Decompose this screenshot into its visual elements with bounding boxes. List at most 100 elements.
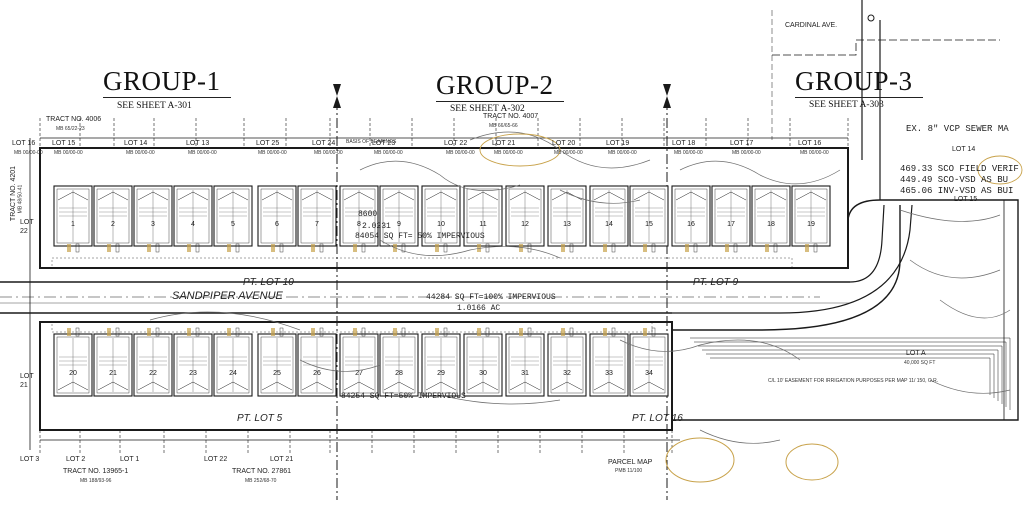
top-lot-label: LOT 18 xyxy=(672,140,696,147)
building-unit: 20 xyxy=(53,327,93,397)
easement-note: C/L 10' EASEMENT FOR IRRIGATION PURPOSES… xyxy=(768,378,939,384)
unit-inner xyxy=(592,188,626,244)
unit-inner xyxy=(216,336,250,394)
unit-entry-frame xyxy=(235,327,240,337)
contour-line xyxy=(299,359,381,372)
unit-number: 34 xyxy=(645,370,653,377)
unit-entry xyxy=(477,244,481,252)
tract-label-bottom-2: TRACT NO. 27861 xyxy=(232,468,292,475)
unit-inner xyxy=(260,336,294,394)
top-lot-ref: MB 00/00-00 xyxy=(374,150,403,156)
building-unit: 7 xyxy=(297,185,337,253)
unit-entry-frame xyxy=(235,243,240,253)
unit-inner xyxy=(96,188,130,244)
building-unit: 8 xyxy=(339,185,379,253)
lot-a-label: LOT A xyxy=(906,350,926,357)
unit-entry-frame xyxy=(361,243,366,253)
group-3-underline xyxy=(795,97,923,98)
sewer-note: EX. 8" VCP SEWER MA xyxy=(906,124,1009,134)
unit-number: 25 xyxy=(273,370,281,377)
contour-line xyxy=(939,299,1011,319)
tract-label-top-left: TRACT NO. 4006 xyxy=(46,116,102,123)
unit-inner xyxy=(754,188,788,244)
lot-a-grading-line xyxy=(694,341,1007,407)
unit-entry-frame xyxy=(319,327,324,337)
unit-inner xyxy=(632,188,666,244)
unit-number: 6 xyxy=(275,221,279,228)
unit-number: 7 xyxy=(315,221,319,228)
unit-inner xyxy=(96,336,130,394)
tract-label-side: TRACT NO. 4201 xyxy=(10,165,18,222)
group-2-underline xyxy=(436,101,564,102)
top-lot-ref: MB 00/00-00 xyxy=(608,150,637,156)
unit-entry xyxy=(685,244,689,252)
unit-inner xyxy=(466,336,500,394)
unit-inner xyxy=(300,188,334,244)
unit-entry xyxy=(765,244,769,252)
bottom-lot-3: LOT 3 xyxy=(20,456,40,463)
unit-entry xyxy=(311,244,315,252)
top-lot-ref: MB 00/00-00 xyxy=(54,150,83,156)
unit-entry-frame xyxy=(115,243,120,253)
building-unit: 11 xyxy=(463,185,503,253)
unit-entry xyxy=(187,328,191,336)
building-unit: 13 xyxy=(547,185,587,253)
unit-number: 12 xyxy=(521,221,529,228)
top-lot-label: LOT 16 xyxy=(12,140,36,147)
cut-line-1-marker xyxy=(333,84,341,108)
unit-entry xyxy=(353,328,357,336)
contour-line xyxy=(699,429,781,444)
unit-entry-frame xyxy=(443,243,448,253)
unit-inner xyxy=(508,336,542,394)
unit-entry xyxy=(519,328,523,336)
unit-number: 27 xyxy=(355,370,363,377)
building-unit: 21 xyxy=(93,327,133,397)
top-lot-label: LOT 24 xyxy=(312,140,336,147)
south-setback xyxy=(51,321,653,333)
unit-number: 17 xyxy=(727,221,735,228)
top-lot-label: LOT 19 xyxy=(606,140,630,147)
manhole xyxy=(867,14,875,22)
unit-entry-frame xyxy=(279,327,284,337)
unit-entry xyxy=(227,244,231,252)
cul-de-sac-curb-outer xyxy=(672,204,913,314)
unit-entry xyxy=(519,244,523,252)
tract-ref-top-mid: MB 66/65-66 xyxy=(489,123,518,129)
unit-number: 10 xyxy=(437,221,445,228)
pt-lot-10: PT. LOT 10 xyxy=(243,277,294,288)
sco-note-1: 469.33 SCO FIELD VERIF xyxy=(900,164,1019,174)
building-unit: 2 xyxy=(93,185,133,253)
lot-a-grading-line xyxy=(690,337,1011,410)
unit-entry xyxy=(187,244,191,252)
left-lot-21: LOT 21 xyxy=(20,373,34,389)
building-unit: 12 xyxy=(505,185,545,253)
unit-entry xyxy=(227,328,231,336)
contour-line xyxy=(379,239,561,259)
unit-inner xyxy=(136,188,170,244)
bottom-lot-21: LOT 21 xyxy=(270,456,294,463)
group-2-title: GROUP-2 xyxy=(436,70,554,100)
building-unit: 28 xyxy=(379,327,419,397)
lot-a-grading-line xyxy=(698,345,1003,404)
unit-entry-frame xyxy=(693,243,698,253)
unit-number: 13 xyxy=(563,221,571,228)
building-unit: 26 xyxy=(297,327,337,397)
unit-number: 29 xyxy=(437,370,445,377)
building-unit: 3 xyxy=(133,185,173,253)
unit-inner xyxy=(466,188,500,244)
unit-entry-frame xyxy=(569,243,574,253)
unit-number: 30 xyxy=(479,370,487,377)
building-unit: 30 xyxy=(463,327,503,397)
contour-line xyxy=(909,259,1001,279)
contour-line xyxy=(899,209,1001,222)
pt-lot-9: PT. LOT 9 xyxy=(693,277,739,288)
topo-contours xyxy=(149,131,1023,483)
building-unit: 31 xyxy=(505,327,545,397)
group-1-title: GROUP-1 xyxy=(103,66,221,96)
unit-entry-frame xyxy=(401,243,406,253)
unit-inner xyxy=(382,188,416,244)
top-lot-ref: MB 00/00-00 xyxy=(800,150,829,156)
building-unit: 14 xyxy=(589,185,629,253)
tree-canopy xyxy=(479,133,561,167)
